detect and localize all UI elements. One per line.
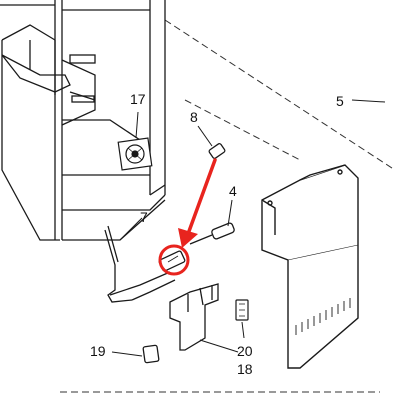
leader-7	[119, 217, 143, 241]
defrost-heater-wire	[104, 225, 176, 303]
evaporator-cover	[261, 164, 359, 369]
leader-19	[111, 351, 143, 357]
leader-4	[227, 199, 233, 227]
block-19	[142, 344, 160, 364]
highlight-circle	[158, 244, 190, 276]
part-label-4: 4	[229, 183, 237, 199]
leader-8	[197, 125, 213, 147]
part-label-17: 17	[130, 91, 146, 107]
fan-assembly	[117, 137, 153, 171]
part-label-19: 19	[90, 343, 106, 359]
highlight-arrow-shaft	[186, 158, 217, 236]
leader-18	[199, 339, 239, 353]
bracket-18	[169, 283, 219, 351]
leader-17	[135, 111, 139, 139]
leader-5	[351, 99, 386, 103]
part-label-5: 5	[336, 93, 344, 109]
dashed-reference-lines	[60, 19, 396, 393]
part-label-8: 8	[190, 109, 198, 125]
part-label-7: 7	[140, 209, 148, 225]
clip-20	[235, 299, 249, 321]
probe-4	[189, 222, 235, 245]
part-label-20: 20	[237, 343, 253, 359]
leader-20	[241, 321, 245, 339]
part-label-18: 18	[237, 361, 253, 377]
cabinet-housing	[0, 0, 166, 241]
highlight-arrow-head	[178, 228, 198, 248]
sensor-8	[208, 143, 226, 159]
